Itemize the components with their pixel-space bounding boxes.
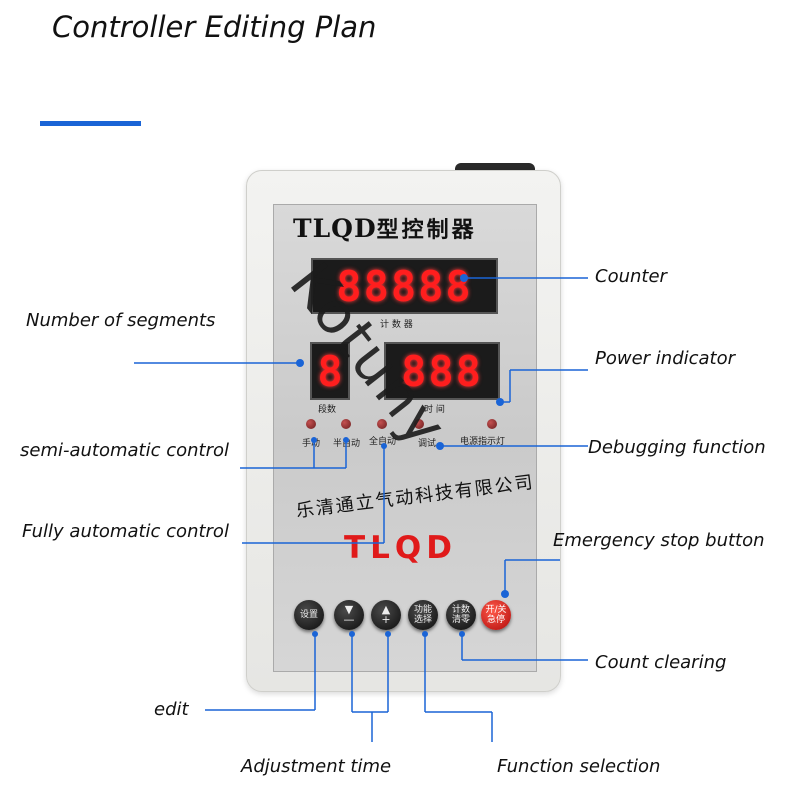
edit-button[interactable]: 设置 [294, 600, 324, 630]
debug-led [414, 419, 424, 429]
time-display: 888 [384, 342, 500, 400]
label-count-clearing: Count clearing [595, 652, 727, 673]
led-label-full-auto: 全自动 [369, 437, 397, 447]
label-power-indicator: Power indicator [595, 348, 736, 369]
function-select-button[interactable]: 功能 选择 [408, 600, 438, 630]
time-caption: 时 间 [424, 405, 445, 415]
segment-display: 8 [310, 342, 350, 400]
counter-caption: 计 数 器 [380, 320, 413, 330]
label-function-selection: Function selection [497, 756, 661, 777]
power-led [487, 419, 497, 429]
count-clear-button[interactable]: 计数 清零 [446, 600, 476, 630]
up-button[interactable]: ▲ + [371, 600, 401, 630]
full-auto-led [377, 419, 387, 429]
model-cn-text: 型控制器 [376, 217, 477, 243]
led-label-debug: 调试 [418, 439, 437, 449]
label-edit: edit [154, 699, 189, 720]
label-emergency-stop: Emergency stop button [553, 530, 765, 551]
label-number-of-segments: Number of segments [26, 310, 216, 331]
label-semi-automatic: semi-automatic control [20, 440, 230, 461]
page-title: Controller Editing Plan [52, 10, 377, 44]
brand-logo: TLQD [344, 530, 457, 566]
down-button[interactable]: ▼ — [334, 600, 364, 630]
label-counter: Counter [595, 266, 667, 287]
semi-auto-led [341, 419, 351, 429]
led-label-power: 电源指示灯 [460, 437, 506, 447]
title-underline [40, 121, 141, 126]
segment-caption: 段数 [318, 405, 337, 415]
label-debugging: Debugging function [588, 437, 766, 458]
led-label-manual: 手动 [302, 439, 321, 449]
label-fully-automatic: Fully automatic control [22, 521, 229, 542]
device-model: TLQD型控制器 [293, 212, 477, 244]
model-text: TLQD [293, 214, 377, 243]
label-adjustment-time: Adjustment time [241, 756, 392, 777]
manual-led [306, 419, 316, 429]
counter-display: 88888 [311, 258, 498, 314]
emergency-stop-button[interactable]: 开/关 急停 [481, 600, 511, 630]
